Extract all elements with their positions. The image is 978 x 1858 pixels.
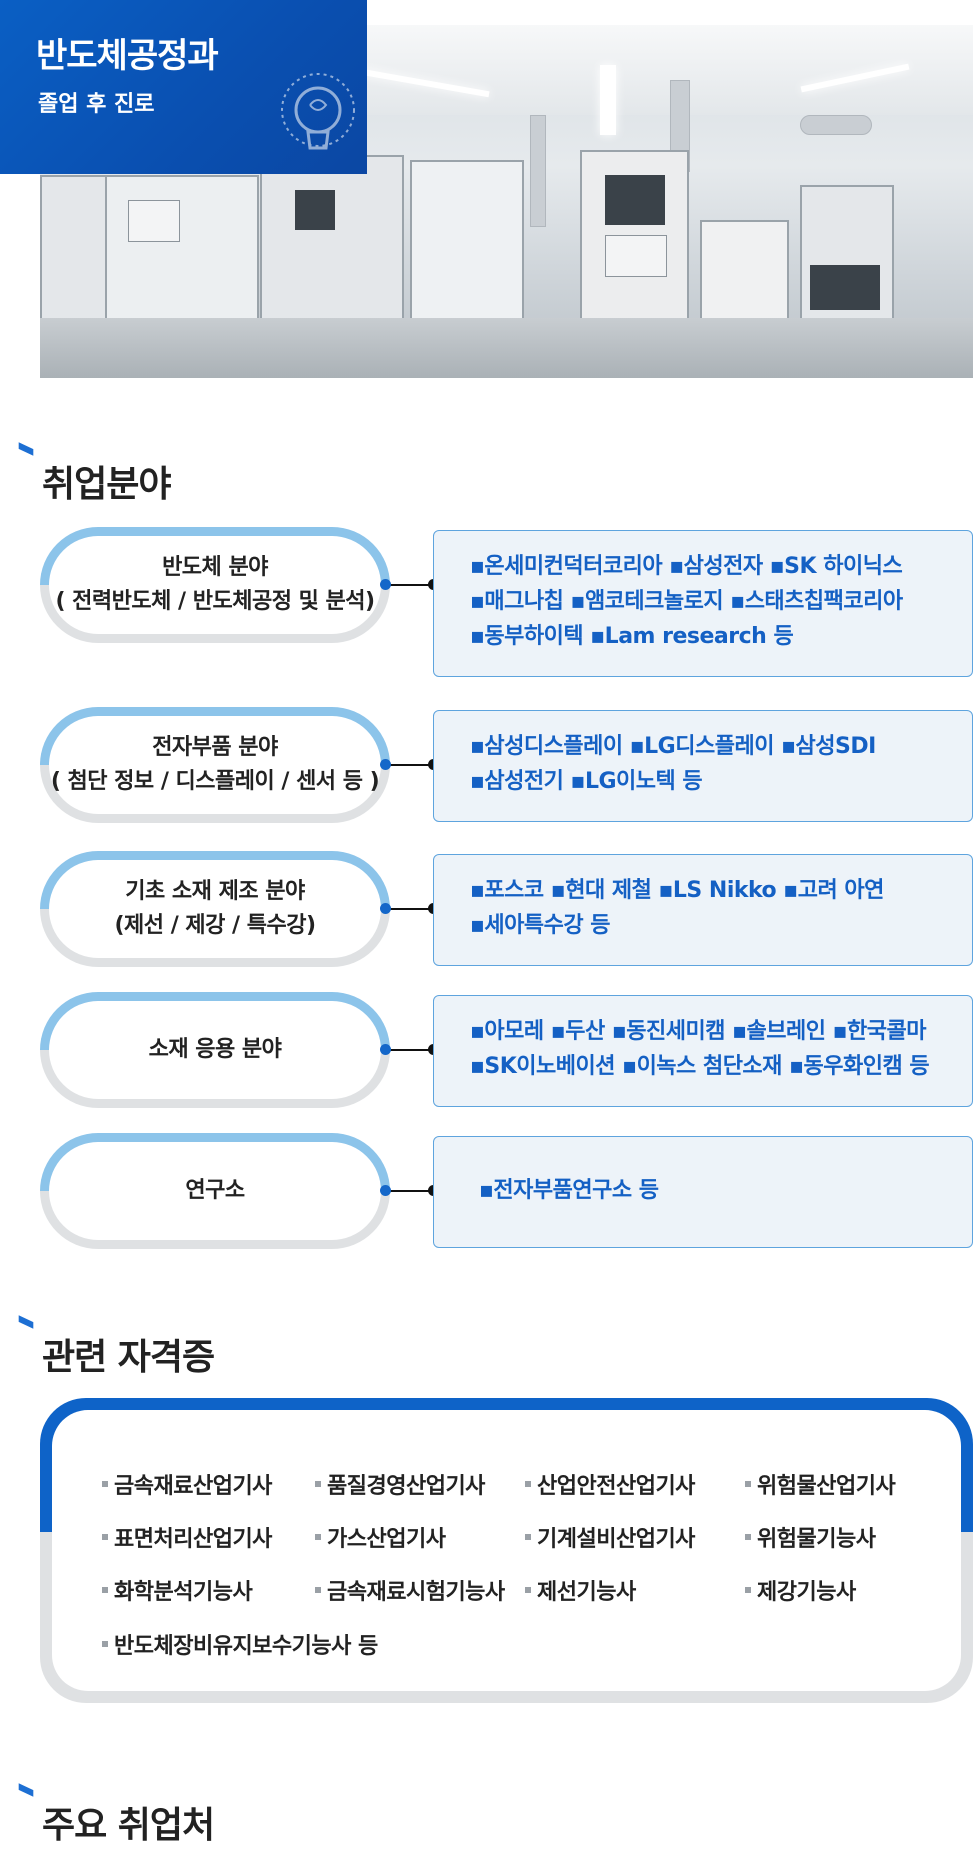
field-row-semiconductor: 반도체 분야 ( 전력반도체 / 반도체공정 및 분석) ▪온세미컨덕터코리아 … xyxy=(40,527,973,677)
company-line: ▪삼성디스플레이 ▪LG디스플레이 ▪삼성SDI xyxy=(470,734,876,759)
company-line: ▪아모레 ▪두산 ▪동진세미캠 ▪솔브레인 ▪한국콜마 xyxy=(470,1019,927,1044)
certificate-item: 기계설비산업기사 xyxy=(525,1521,695,1553)
connector-dot xyxy=(380,1185,391,1196)
certificate-item: 품질경영산업기사 xyxy=(315,1468,485,1500)
field-row-materials-application: 소재 응용 분야 ▪아모레 ▪두산 ▪동진세미캠 ▪솔브레인 ▪한국콜마 ▪SK… xyxy=(40,992,973,1108)
connector-dot xyxy=(380,579,391,590)
field-title: 반도체 분야 xyxy=(162,555,268,580)
field-subtitle: ( 첨단 정보 / 디스플레이 / 센서 등 ) xyxy=(50,769,380,794)
certificate-item: 제선기능사 xyxy=(525,1574,636,1606)
lightbulb-icon xyxy=(281,73,355,150)
company-line: ▪온세미컨덕터코리아 ▪삼성전자 ▪SK 하이닉스 xyxy=(470,554,903,579)
section-marker-icon xyxy=(18,442,34,456)
connector-dot xyxy=(380,903,391,914)
company-line: ▪전자부품연구소 등 xyxy=(479,1178,659,1203)
companies-box: ▪포스코 ▪현대 제철 ▪LS Nikko ▪고려 아연 ▪세아특수강 등 xyxy=(433,854,973,966)
certificate-item: 가스산업기사 xyxy=(315,1521,446,1553)
certificate-item: 금속재료산업기사 xyxy=(102,1468,272,1500)
certificate-item: 화학분석기능사 xyxy=(102,1574,253,1606)
field-pill: 기초 소재 제조 분야 (제선 / 제강 / 특수강) xyxy=(40,851,390,967)
company-line: ▪세아특수강 등 xyxy=(470,913,611,938)
company-line: ▪동부하이텍 ▪Lam research 등 xyxy=(470,624,794,649)
company-line: ▪삼성전기 ▪LG이노텍 등 xyxy=(470,769,703,794)
certificates-box: 금속재료산업기사 품질경영산업기사 산업안전산업기사 위험물산업기사 표면처리산… xyxy=(40,1398,973,1703)
field-row-research: 연구소 ▪전자부품연구소 등 xyxy=(40,1133,973,1249)
page-subtitle: 졸업 후 진로 xyxy=(38,92,155,117)
hero-badge: 반도체공정과 졸업 후 진로 xyxy=(0,0,367,174)
connector-dot xyxy=(380,759,391,770)
certificate-item: 금속재료시험기능사 xyxy=(315,1574,505,1606)
field-title: 연구소 xyxy=(185,1178,245,1203)
companies-box: ▪온세미컨덕터코리아 ▪삼성전자 ▪SK 하이닉스 ▪매그나칩 ▪앰코테크놀로지… xyxy=(433,530,973,677)
connector-line xyxy=(385,584,435,586)
field-pill: 연구소 xyxy=(40,1133,390,1249)
field-subtitle: (제선 / 제강 / 특수강) xyxy=(114,913,317,938)
connector-dot xyxy=(380,1044,391,1055)
field-title: 기초 소재 제조 분야 xyxy=(125,879,305,904)
field-title: 소재 응용 분야 xyxy=(148,1037,282,1062)
section-marker-icon xyxy=(18,1783,34,1797)
companies-box: ▪전자부품연구소 등 xyxy=(433,1136,973,1248)
certificate-item: 제강기능사 xyxy=(745,1574,856,1606)
field-row-basic-materials: 기초 소재 제조 분야 (제선 / 제강 / 특수강) ▪포스코 ▪현대 제철 … xyxy=(40,851,973,967)
company-line: ▪매그나칩 ▪앰코테크놀로지 ▪스태츠칩팩코리아 xyxy=(470,589,903,614)
companies-box: ▪아모레 ▪두산 ▪동진세미캠 ▪솔브레인 ▪한국콜마 ▪SK이노베이션 ▪이녹… xyxy=(433,995,973,1107)
certificate-item: 표면처리산업기사 xyxy=(102,1521,272,1553)
cleanroom-photo xyxy=(40,25,973,378)
field-pill: 소재 응용 분야 xyxy=(40,992,390,1108)
connector-line xyxy=(385,764,435,766)
connector-line xyxy=(385,1049,435,1051)
company-line: ▪SK이노베이션 ▪이녹스 첨단소재 ▪동우화인캠 등 xyxy=(470,1054,930,1079)
company-line: ▪포스코 ▪현대 제철 ▪LS Nikko ▪고려 아연 xyxy=(470,878,884,903)
field-row-electronic-parts: 전자부품 분야 ( 첨단 정보 / 디스플레이 / 센서 등 ) ▪삼성디스플레… xyxy=(40,707,973,823)
certificate-item: 반도체장비유지보수기능사 등 xyxy=(102,1628,378,1660)
connector-line xyxy=(385,1190,435,1192)
certificate-item: 위험물기능사 xyxy=(745,1521,876,1553)
connector-line xyxy=(385,908,435,910)
field-pill: 전자부품 분야 ( 첨단 정보 / 디스플레이 / 센서 등 ) xyxy=(40,707,390,823)
field-pill: 반도체 분야 ( 전력반도체 / 반도체공정 및 분석) xyxy=(40,527,390,643)
field-subtitle: ( 전력반도체 / 반도체공정 및 분석) xyxy=(55,589,375,614)
certificate-item: 산업안전산업기사 xyxy=(525,1468,695,1500)
field-title: 전자부품 분야 xyxy=(152,735,278,760)
certificate-item: 위험물산업기사 xyxy=(745,1468,896,1500)
page-title: 반도체공정과 xyxy=(36,36,219,76)
section-marker-icon xyxy=(18,1315,34,1329)
companies-box: ▪삼성디스플레이 ▪LG디스플레이 ▪삼성SDI ▪삼성전기 ▪LG이노텍 등 xyxy=(433,710,973,822)
